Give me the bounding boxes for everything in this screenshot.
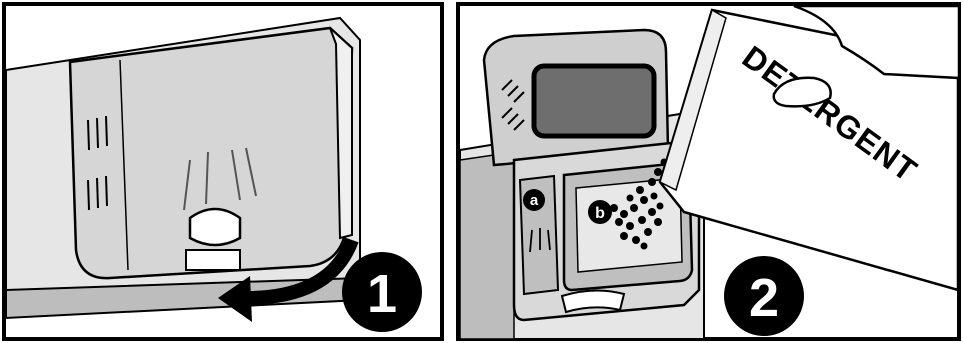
label-a: a bbox=[530, 192, 539, 209]
latch-button bbox=[190, 209, 240, 245]
step-1-drawing: 1 bbox=[0, 0, 446, 343]
latch-base bbox=[186, 250, 240, 270]
label-b: b bbox=[595, 205, 605, 222]
step-1-illustration: 1 bbox=[0, 0, 446, 343]
step-2-drawing: a b DETERGENT 2 bbox=[454, 0, 963, 343]
step-2-number: 2 bbox=[749, 268, 779, 328]
step-2-illustration: a b DETERGENT 2 bbox=[454, 0, 963, 343]
step-1-number: 1 bbox=[367, 264, 397, 324]
lid-window bbox=[534, 66, 654, 136]
door-edge bbox=[460, 152, 514, 339]
